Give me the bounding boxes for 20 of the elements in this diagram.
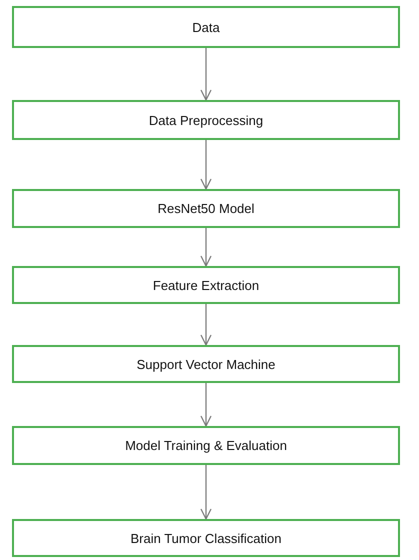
process-box	[12, 266, 400, 304]
arrow	[200, 383, 212, 427]
process-box	[12, 519, 400, 557]
box-label: Model Training & Evaluation	[125, 438, 287, 453]
arrow	[200, 304, 212, 346]
box-label: Data Preprocessing	[148, 112, 264, 128]
arrow	[200, 228, 212, 267]
process-box	[12, 189, 400, 228]
process-box	[12, 6, 400, 48]
box-label: ResNet50 Model	[158, 201, 254, 216]
process-box	[12, 426, 400, 465]
box-label: Brain Tumor Classification	[130, 530, 282, 546]
arrow	[200, 465, 212, 520]
box-label: Support Vector Machine	[136, 356, 276, 372]
process-box	[12, 100, 400, 140]
process-box	[12, 345, 400, 383]
box-label: Data	[192, 20, 220, 34]
arrow	[200, 48, 212, 101]
box-label: Feature Extraction	[152, 278, 260, 292]
arrow	[200, 140, 212, 190]
